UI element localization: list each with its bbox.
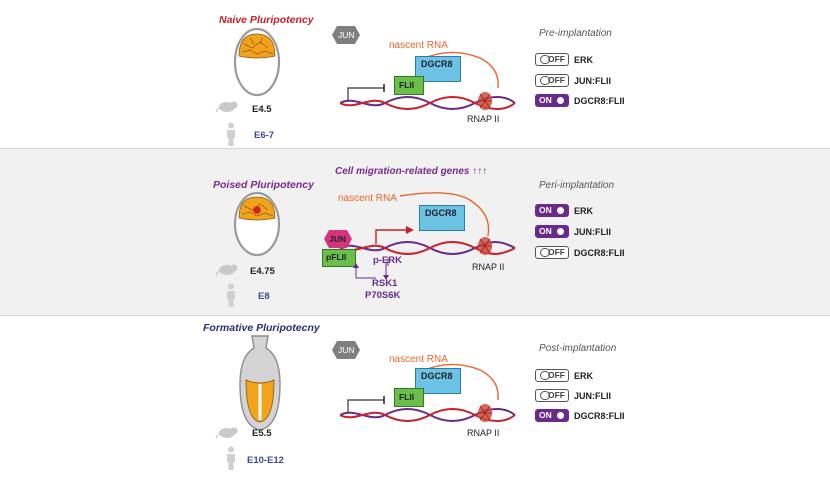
naive-nascent-rna: nascent RNA: [389, 40, 448, 51]
poised-dgcr8-label: DGCR8: [425, 208, 457, 218]
poised-nascent-rna: nascent RNA: [338, 193, 397, 204]
formative-phase: Post-implantation: [539, 343, 617, 354]
naive-human-day: E6-7: [254, 130, 275, 141]
poised-pflii-box: [322, 249, 356, 267]
toggle-label: JUN:FLII: [574, 390, 611, 401]
naive-toggle-erk: OFF ERK: [535, 53, 593, 66]
toggle-switch: OFF: [535, 74, 569, 87]
poised-embryo: [233, 191, 281, 257]
toggle-switch: OFF: [535, 53, 569, 66]
formative-toggle-jun-flii: OFF JUN:FLII: [535, 389, 611, 402]
toggle-switch: OFF: [535, 369, 569, 382]
mouse-icon: [215, 264, 238, 276]
mouse-icon: [215, 427, 238, 439]
naive-flii-label: FLII: [399, 80, 415, 90]
toggle-switch: ON: [535, 225, 569, 238]
poised-rnap-label: RNAP II: [472, 262, 505, 272]
poised-p70s6k: P70S6K: [365, 290, 401, 301]
naive-flii-box: [394, 76, 424, 95]
toggle-label: JUN:FLII: [574, 75, 611, 86]
poised-perk: p-ERK: [373, 255, 403, 266]
poised-headline: Cell migration-related genes ↑↑↑: [335, 166, 488, 177]
poised-phase: Peri-implantation: [539, 180, 615, 191]
formative-toggle-erk: OFF ERK: [535, 369, 593, 382]
toggle-switch: OFF: [535, 246, 569, 259]
poised-pflii-label: pFLII: [326, 252, 347, 262]
formative-rnap-label: RNAP II: [467, 428, 500, 438]
jun-hexagon: [332, 341, 360, 359]
formative-nascent-rna: nascent RNA: [389, 354, 448, 365]
toggle-switch: ON: [535, 94, 569, 107]
formative-flii-box: [394, 388, 424, 407]
human-icon: [227, 283, 235, 307]
poised-jun-label: JUN: [329, 234, 347, 244]
naive-mouse-day: E4.5: [252, 104, 272, 115]
poised-human-day: E8: [258, 291, 270, 302]
naive-phase: Pre-implantation: [539, 28, 612, 39]
naive-dgcr8-label: DGCR8: [421, 59, 453, 69]
formative-dna-schematic: [340, 363, 516, 422]
phosphorylation-arrows: [353, 263, 389, 280]
formative-toggle-dgcr8-flii: ON DGCR8:FLII: [535, 409, 625, 422]
toggle-label: DGCR8:FLII: [574, 410, 625, 421]
jun-hexagon: [332, 26, 360, 44]
poised-toggle-jun-flii: ON JUN:FLII: [535, 225, 611, 238]
human-icon: [227, 122, 235, 146]
poised-dna-schematic: [339, 192, 516, 266]
naive-title: Naive Pluripotency: [219, 14, 314, 26]
toggle-label: JUN:FLII: [574, 226, 611, 237]
naive-toggle-dgcr8-flii: ON DGCR8:FLII: [535, 94, 625, 107]
mouse-icon: [215, 101, 238, 113]
formative-flii-label: FLII: [399, 392, 415, 402]
naive-embryo: [233, 27, 281, 97]
poised-rsk1: RSK1: [372, 278, 398, 289]
toggle-label: ERK: [574, 370, 594, 381]
poised-toggle-dgcr8-flii: OFF DGCR8:FLII: [535, 246, 625, 259]
toggle-label: DGCR8:FLII: [574, 95, 625, 106]
toggle-label: DGCR8:FLII: [574, 247, 625, 258]
toggle-label: ERK: [574, 205, 594, 216]
toggle-label: ERK: [574, 54, 594, 65]
formative-embryo: [239, 335, 281, 431]
human-icon: [227, 446, 235, 470]
formative-dgcr8-label: DGCR8: [421, 371, 453, 381]
naive-dna-schematic: [340, 51, 516, 110]
poised-toggle-erk: ON ERK: [535, 204, 593, 217]
formative-human-day: E10-E12: [247, 455, 284, 466]
naive-toggle-jun-flii: OFF JUN:FLII: [535, 74, 611, 87]
naive-rnap-label: RNAP II: [467, 114, 500, 124]
toggle-switch: ON: [535, 409, 569, 422]
poised-dgcr8-box: [419, 205, 465, 231]
poised-band: [0, 148, 830, 316]
formative-mouse-day: E5.5: [252, 428, 272, 439]
formative-title: Formative Pluripotecny: [203, 322, 320, 334]
poised-jun-hexagon: [324, 230, 352, 248]
toggle-switch: OFF: [535, 389, 569, 402]
poised-mouse-day: E4.75: [250, 266, 275, 277]
poised-title: Poised Pluripotency: [213, 179, 314, 191]
toggle-switch: ON: [535, 204, 569, 217]
naive-jun-label: JUN: [338, 30, 355, 40]
formative-jun-label: JUN: [338, 345, 355, 355]
